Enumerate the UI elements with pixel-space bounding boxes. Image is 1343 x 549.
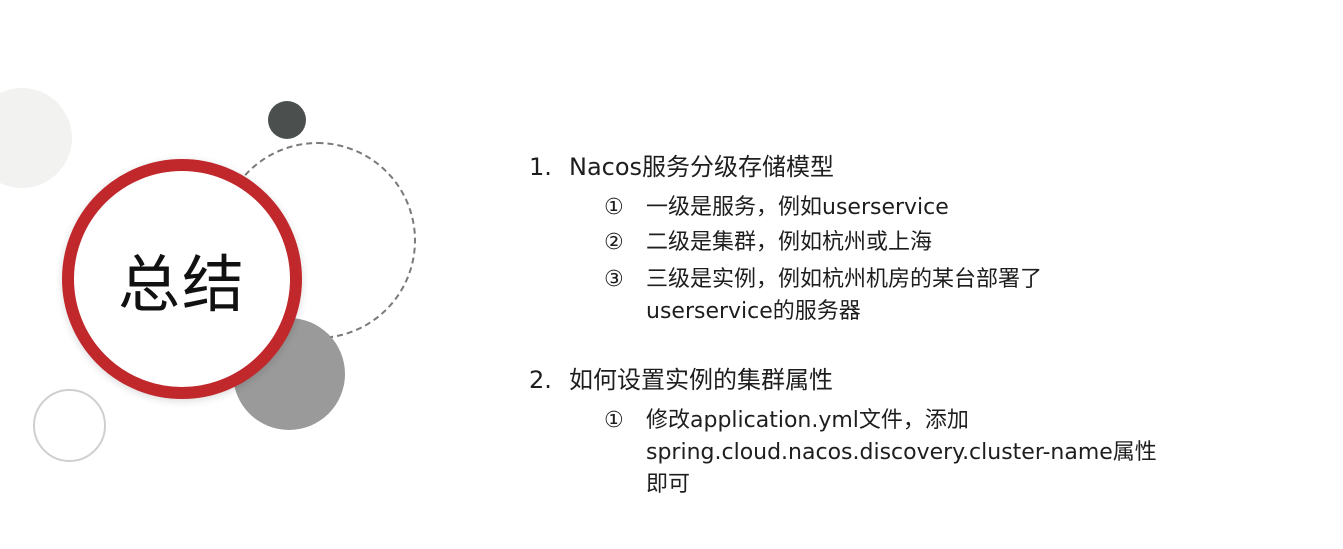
outline-ring-circle	[33, 389, 106, 462]
section-2-number: 2.	[529, 366, 552, 394]
item-text-line-2: userservice的服务器	[646, 299, 861, 324]
section-2-title: 如何设置实例的集群属性	[569, 366, 833, 394]
item-marker: ②	[604, 230, 624, 255]
section-2-item-1: ① 修改application.yml文件，添加 spring.cloud.na…	[604, 405, 1157, 501]
summary-title: 总结	[117, 248, 246, 321]
dark-dot-circle	[268, 101, 306, 139]
item-text: 二级是集群，例如杭州或上海	[646, 230, 933, 255]
summary-ring: 总结	[62, 159, 302, 399]
section-1-item-1: ① 一级是服务，例如userservice	[604, 192, 949, 224]
item-marker: ①	[604, 408, 624, 433]
section-2-heading: 2. 如何设置实例的集群属性	[529, 360, 833, 395]
item-text-line-1: 三级是实例，例如杭州机房的某台部署了	[646, 267, 1043, 292]
item-text-line-1: 修改application.yml文件，添加	[646, 408, 969, 433]
section-1-heading: 1. Nacos服务分级存储模型	[529, 147, 834, 182]
section-1-item-2: ② 二级是集群，例如杭州或上海	[604, 227, 932, 259]
item-text-line-2: spring.cloud.nacos.discovery.cluster-nam…	[646, 440, 1157, 465]
item-marker: ③	[604, 267, 624, 292]
section-1-item-3: ③ 三级是实例，例如杭州机房的某台部署了 userservice的服务器	[604, 264, 1042, 328]
item-marker: ①	[604, 195, 624, 220]
item-text-line-3: 即可	[646, 472, 691, 497]
section-1-number: 1.	[529, 153, 552, 181]
section-1-title: Nacos服务分级存储模型	[569, 153, 835, 181]
item-text: 一级是服务，例如userservice	[646, 195, 949, 220]
background-blob-circle	[0, 88, 72, 188]
